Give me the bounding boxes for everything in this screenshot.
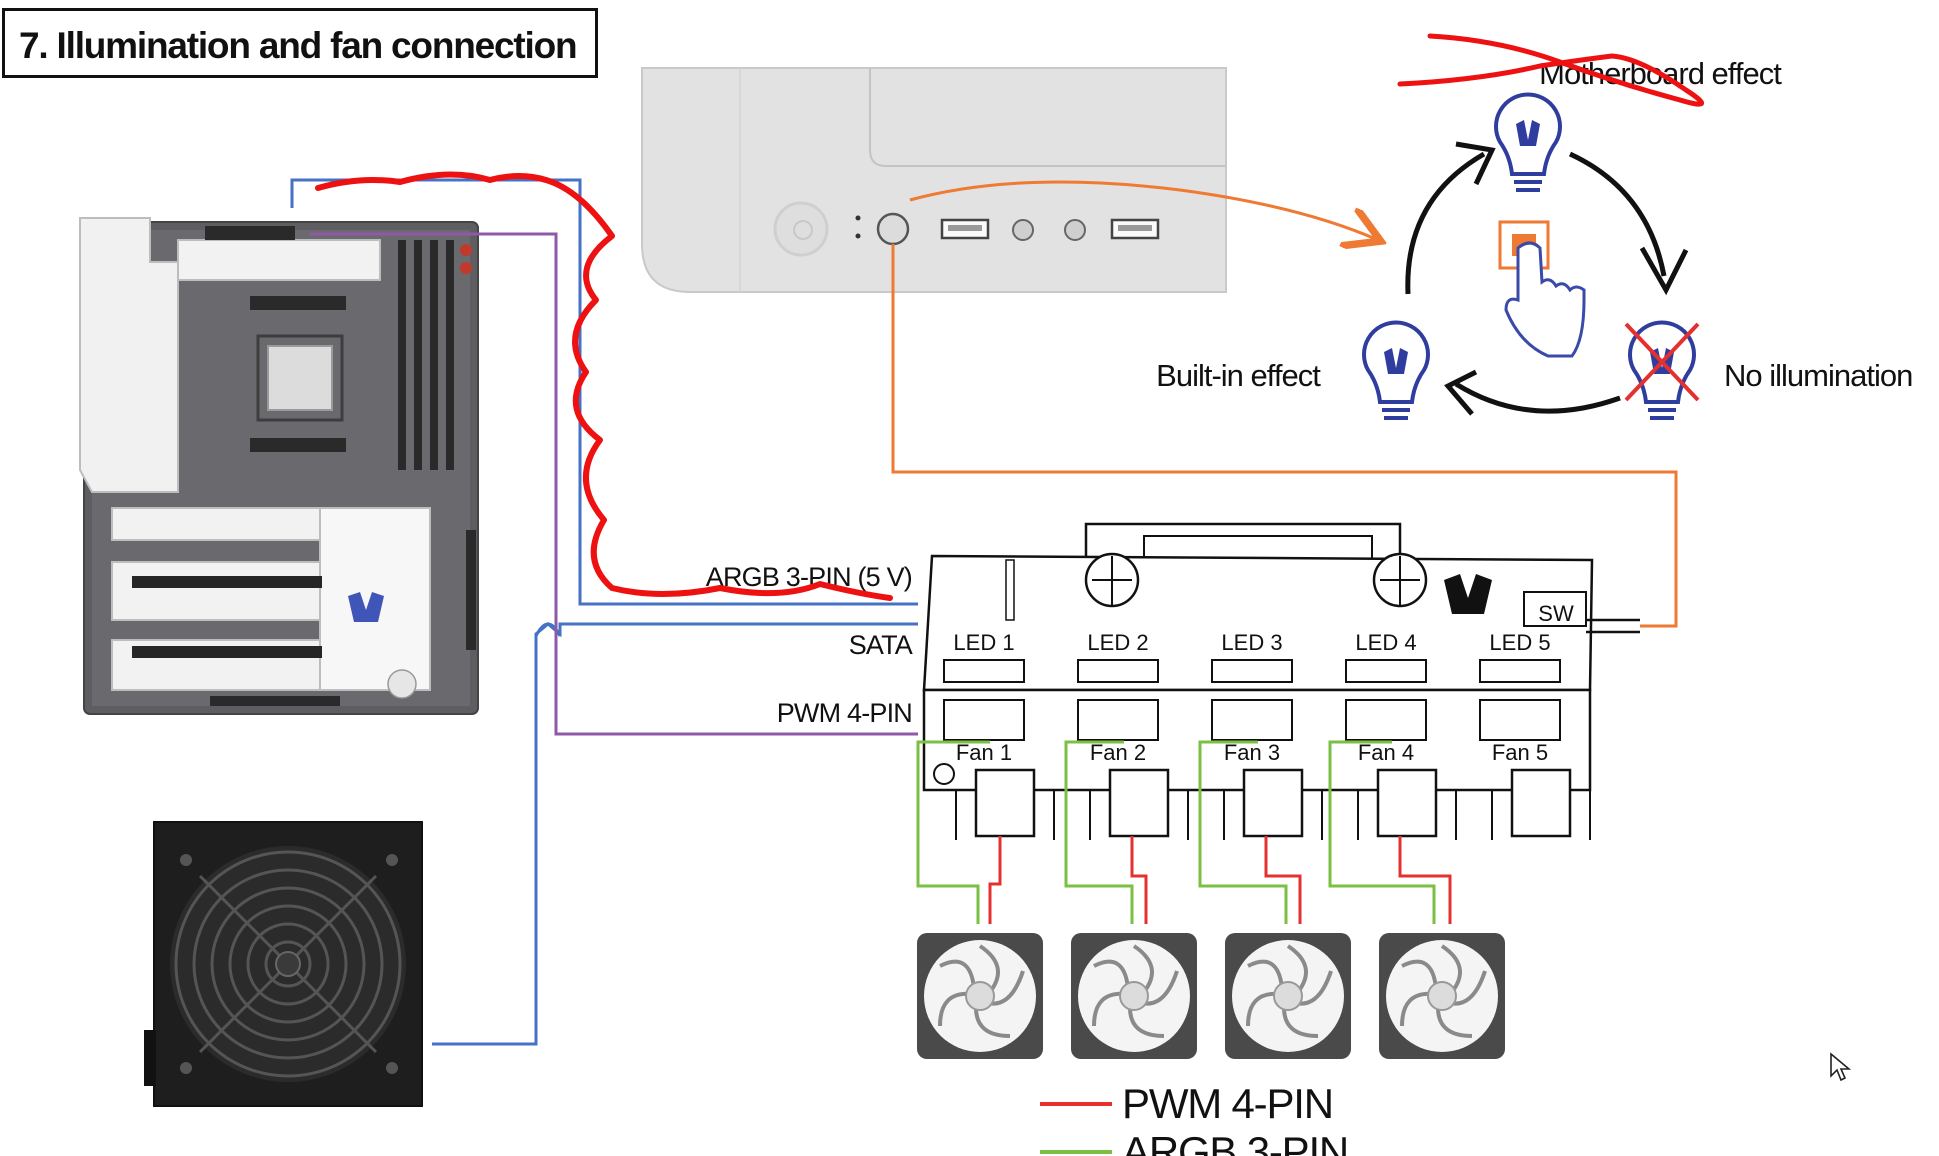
fan-header-5: [1510, 768, 1572, 838]
pwm-cable: [310, 232, 918, 736]
fan-header-1: [974, 768, 1036, 838]
pc-case-panel: [641, 67, 1227, 293]
case-illumination-button: [876, 212, 910, 246]
hub-logo-icon: [1444, 574, 1492, 614]
argb-cable: [290, 178, 918, 606]
sata-label: SATA: [849, 630, 913, 660]
legend-pwm-label: PWM 4-PIN: [1122, 1080, 1333, 1127]
fan-label-4: Fan 4: [1358, 740, 1414, 765]
brand-logo-icon: [348, 592, 384, 622]
led-label-1: LED 1: [953, 630, 1014, 655]
fan-header-2: [1108, 768, 1170, 838]
fan-label-5: Fan 5: [1492, 740, 1548, 765]
legend-argb-label: ARGB 3-PIN: [1122, 1128, 1348, 1156]
fan-header-4: [1376, 768, 1438, 838]
sata-cable: [432, 622, 918, 1046]
no-illumination-label: No illumination: [1724, 358, 1912, 393]
fan-icon: [917, 933, 1043, 1059]
strikethrough-mark: [1397, 33, 1704, 107]
fan-label-1: Fan 1: [956, 740, 1012, 765]
case-fans: [917, 933, 1505, 1059]
bulb-icon: [1494, 92, 1562, 192]
fan-icon: [1225, 933, 1351, 1059]
title-box: 7. Illumination and fan connection: [2, 8, 598, 78]
fan-icon: [1071, 933, 1197, 1059]
mouse-cursor-icon: [1830, 1052, 1851, 1082]
fan-hub: SW LED 1 LED 2 LED 3 LED 4: [922, 522, 1640, 840]
bulb-icon: [1362, 320, 1430, 420]
fan-icon: [1379, 933, 1505, 1059]
pwm-label: PWM 4-PIN: [777, 698, 912, 728]
led-label-2: LED 2: [1087, 630, 1148, 655]
motherboard: [79, 217, 479, 715]
red-annotations: [315, 33, 1704, 601]
switch-cable: [891, 244, 1678, 628]
led-label-5: LED 5: [1489, 630, 1550, 655]
cables: [290, 178, 1678, 1046]
cable-scribble: [315, 171, 893, 601]
power-button-icon: [773, 201, 829, 257]
bulb-off-icon: [1624, 320, 1700, 420]
audio-jack-icon: [1012, 219, 1034, 241]
builtin-effect-label: Built-in effect: [1156, 358, 1321, 393]
fan-label-3: Fan 3: [1224, 740, 1280, 765]
legend: PWM 4-PIN ARGB 3-PIN: [1040, 1080, 1349, 1156]
power-supply: [144, 821, 423, 1107]
fan-header-3: [1242, 768, 1304, 838]
led-label-3: LED 3: [1221, 630, 1282, 655]
illumination-cycle: Motherboard effect Built-in effect No il…: [1156, 56, 1913, 420]
fan-wires: [916, 740, 1452, 924]
switch-arrow: [909, 180, 1378, 240]
led-label-4: LED 4: [1355, 630, 1416, 655]
mic-jack-icon: [1064, 219, 1086, 241]
page-title: 7. Illumination and fan connection: [19, 25, 578, 66]
switch-label: SW: [1538, 601, 1574, 626]
fan-label-2: Fan 2: [1090, 740, 1146, 765]
hand-pointer-icon: [1504, 241, 1586, 358]
tach-icon: [933, 763, 955, 785]
